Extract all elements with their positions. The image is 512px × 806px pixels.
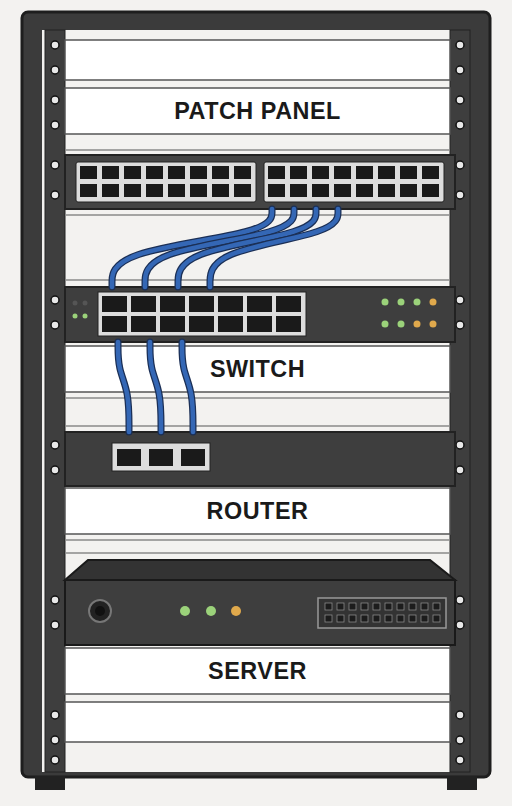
rack-foot — [35, 776, 65, 790]
cable-outline — [118, 342, 129, 432]
cable-core — [210, 209, 338, 287]
power-button — [95, 606, 105, 616]
server-top — [65, 560, 455, 580]
network-cable — [118, 342, 129, 432]
router-ports — [117, 449, 205, 466]
network-cable — [150, 342, 161, 432]
rack-foot — [447, 776, 477, 790]
server: SERVER — [65, 560, 455, 645]
shelf-lines — [65, 150, 450, 553]
router-body — [65, 432, 455, 486]
switch-ports — [102, 296, 301, 332]
port-group — [98, 292, 306, 336]
cable-core — [182, 342, 193, 432]
router: ROUTER — [65, 432, 455, 486]
rack-rail — [450, 30, 470, 772]
server-led — [206, 606, 216, 616]
patch-panel: PATCH PANEL — [65, 155, 455, 209]
port-group — [112, 443, 210, 471]
network-cable — [182, 342, 193, 432]
cable-outline — [150, 342, 161, 432]
device-label: SERVER — [65, 648, 450, 694]
rack-interior — [42, 30, 470, 772]
port-group — [264, 162, 444, 202]
rack-rail — [45, 30, 65, 772]
device-label: PATCH PANEL — [65, 88, 450, 134]
server-led — [180, 606, 190, 616]
cable-core — [150, 342, 161, 432]
power-button — [89, 600, 111, 622]
cable-outline — [182, 342, 193, 432]
device-label: ROUTER — [65, 488, 450, 534]
vent-grille — [318, 598, 446, 628]
vent-holes — [325, 603, 440, 622]
status-leds — [73, 299, 437, 328]
server-led — [231, 606, 241, 616]
device-label: SWITCH — [65, 346, 450, 392]
network-cable — [210, 209, 338, 287]
rail-holes — [51, 41, 464, 764]
patch-panel-body — [65, 155, 455, 209]
rack-frame — [22, 12, 490, 777]
cable-core — [118, 342, 129, 432]
cable-outline — [210, 209, 338, 287]
port-group — [76, 162, 256, 202]
server-body — [65, 580, 455, 645]
switch-body — [65, 287, 455, 342]
patch-ports — [80, 166, 439, 197]
network-switch: SWITCH — [65, 287, 455, 342]
